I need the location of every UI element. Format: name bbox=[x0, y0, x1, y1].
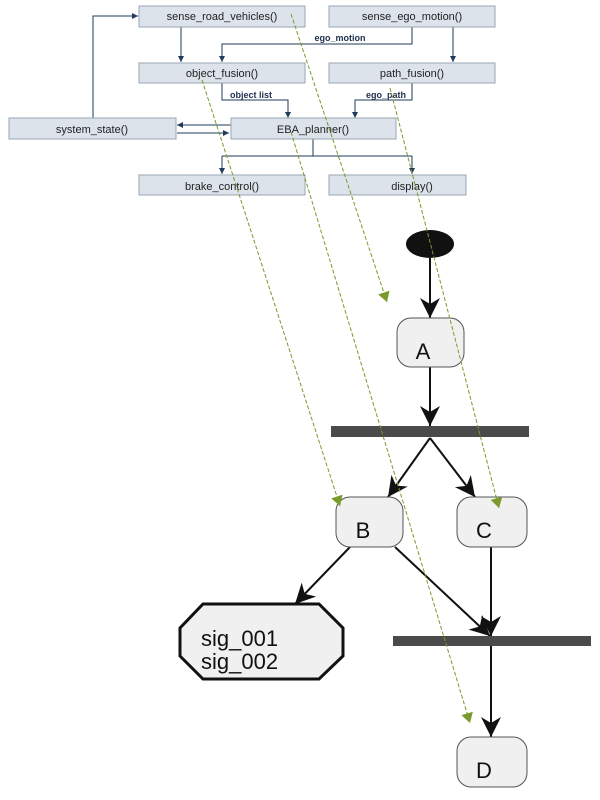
action-node-d[interactable]: D bbox=[456, 736, 528, 788]
connector-system-state-to-sense-road bbox=[92, 13, 138, 118]
trace-path-fusion-to-c bbox=[389, 87, 503, 509]
box-display[interactable]: display() bbox=[328, 174, 467, 196]
initial-node[interactable] bbox=[406, 230, 454, 258]
box-label-object-fusion: object_fusion() bbox=[186, 68, 258, 80]
node-label-a: A bbox=[416, 339, 431, 364]
box-path-fusion[interactable]: path_fusion() bbox=[328, 62, 496, 84]
action-node-c[interactable]: C bbox=[456, 496, 528, 548]
connector-object-fusion-to-planner bbox=[221, 83, 291, 118]
trace-sense-road-vehicles-to-a bbox=[290, 13, 390, 303]
architecture-diagram: ego_motion object list ego_path sense_ro… bbox=[8, 5, 496, 196]
edge-label-ego-path: ego_path bbox=[366, 90, 406, 100]
box-sense-ego-motion[interactable]: sense_ego_motion() bbox=[328, 5, 496, 28]
trace-eba-planner-to-d bbox=[290, 131, 473, 724]
box-label-sense-ego-motion: sense_ego_motion() bbox=[362, 11, 462, 23]
box-sense-road-vehicles[interactable]: sense_road_vehicles() bbox=[138, 5, 306, 28]
box-system-state[interactable]: system_state() bbox=[8, 117, 177, 140]
box-label-sense-road-vehicles: sense_road_vehicles() bbox=[167, 11, 278, 23]
box-label-system-state: system_state() bbox=[56, 124, 128, 136]
connector-ego-motion-to-object-fusion bbox=[219, 27, 413, 62]
node-label-b: B bbox=[356, 518, 371, 543]
join-bar bbox=[393, 636, 591, 646]
trace-object-fusion-to-b bbox=[201, 79, 343, 507]
signal-node[interactable]: sig_001 sig_002 bbox=[178, 602, 345, 681]
edge-fork-to-b bbox=[387, 437, 431, 498]
box-eba-planner[interactable]: EBA_planner() bbox=[230, 117, 397, 140]
box-label-brake-control: brake_control() bbox=[185, 181, 259, 193]
action-node-a[interactable]: A bbox=[396, 317, 465, 368]
edge-b-to-join bbox=[394, 546, 491, 637]
box-label-eba-planner: EBA_planner() bbox=[277, 124, 349, 136]
edge-label-ego-motion: ego_motion bbox=[315, 33, 366, 43]
signal-label-sig-001: sig_001 bbox=[201, 626, 278, 651]
action-node-b[interactable]: B bbox=[335, 496, 404, 548]
box-label-display: display() bbox=[391, 181, 433, 193]
signal-label-sig-002: sig_002 bbox=[201, 649, 278, 674]
edge-b-to-signal bbox=[294, 546, 351, 605]
box-brake-control[interactable]: brake_control() bbox=[138, 174, 306, 196]
architecture-connectors bbox=[92, 13, 456, 174]
edge-fork-to-c bbox=[429, 437, 476, 498]
activity-diagram: A B C D sig_001 sig_002 bbox=[178, 230, 591, 788]
fork-bar bbox=[331, 426, 529, 437]
trace-links bbox=[201, 13, 503, 724]
node-label-c: C bbox=[476, 518, 492, 543]
node-label-d: D bbox=[476, 758, 492, 783]
box-object-fusion[interactable]: object_fusion() bbox=[138, 62, 306, 84]
connector-path-fusion-to-planner bbox=[352, 83, 413, 118]
activity-edges bbox=[294, 258, 501, 737]
box-label-path-fusion: path_fusion() bbox=[380, 68, 444, 80]
edge-label-object-list: object list bbox=[230, 90, 272, 100]
